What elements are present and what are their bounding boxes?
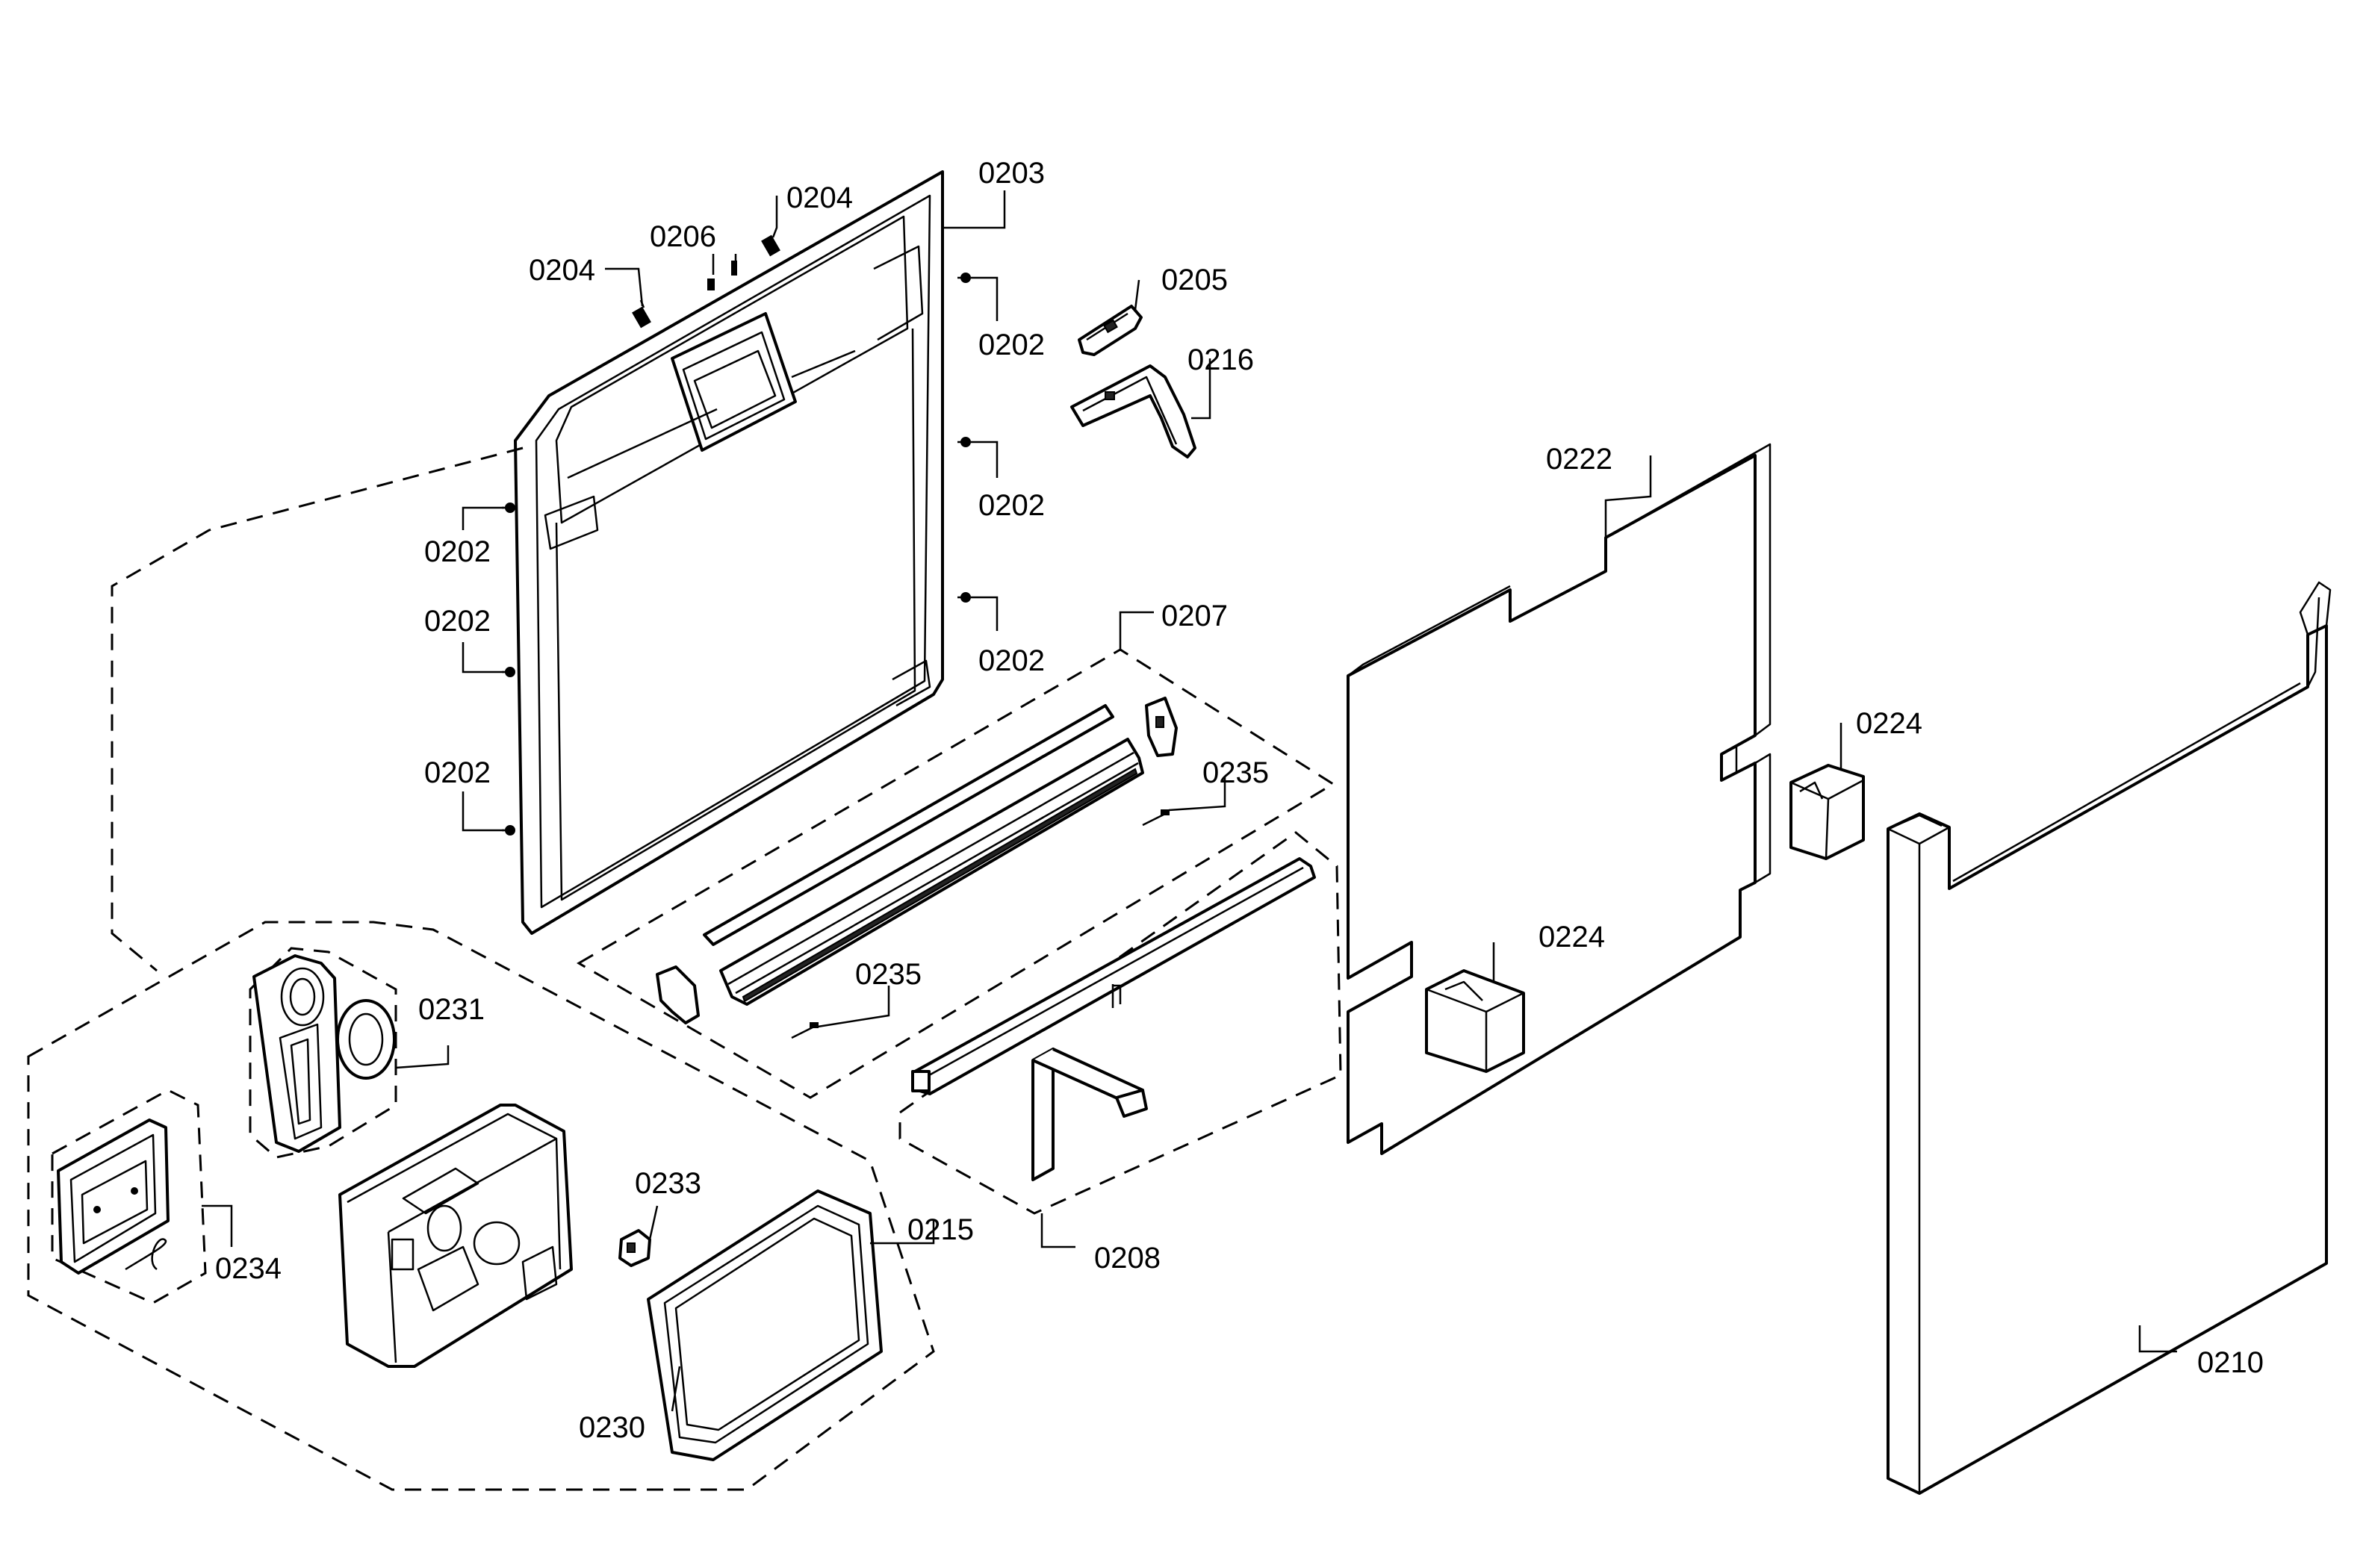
group-boundary-0215: [27, 921, 935, 1491]
inner-door-panel-0203: [514, 170, 944, 935]
callout-0204-left: 0204: [529, 254, 595, 287]
callout-0230: 0230: [579, 1411, 645, 1444]
callout-0204-right: 0204: [786, 181, 853, 214]
foam-block-0224-right: [1789, 764, 1865, 860]
callout-0222: 0222: [1546, 443, 1612, 476]
group-boundary-0234: [51, 1089, 207, 1304]
pin-0206: [707, 261, 737, 290]
screw-0204-right: [761, 234, 780, 257]
group-boundary-0208: [898, 831, 1342, 1215]
latch-0233: [618, 1229, 651, 1267]
callout-0235-upper: 0235: [1202, 756, 1269, 789]
trim-strip-0207: [656, 697, 1178, 1024]
dispenser-opening: [567, 312, 856, 479]
hinge-rod-0208: [911, 857, 1316, 1181]
gasket-frame-0230: [647, 1189, 883, 1461]
spring-0235-upper: [1142, 809, 1170, 827]
callout-labels: 0203 0204 0206 0204 0205 0216 0202 0202 …: [215, 157, 2264, 1444]
bracket-0216: [1070, 364, 1196, 458]
callout-0207: 0207: [1161, 600, 1228, 632]
group-boundary-0207: [577, 648, 1335, 1099]
callout-0202-left-3: 0202: [424, 756, 491, 789]
foam-block-0224-left: [1425, 969, 1525, 1073]
callout-0224-right: 0224: [1856, 707, 1922, 740]
lever-0231: [252, 954, 341, 1153]
callout-0224-left: 0224: [1539, 921, 1605, 953]
callout-0231: 0231: [418, 993, 485, 1026]
callout-0202-left-1: 0202: [424, 535, 491, 568]
callout-0202-left-2: 0202: [424, 605, 491, 638]
callout-0234: 0234: [215, 1252, 282, 1285]
alignment-line-panel: [111, 447, 524, 972]
spring-0235-lower: [791, 1022, 819, 1039]
insulation-panel-0222: [1347, 443, 1772, 1155]
callout-0233: 0233: [635, 1167, 701, 1200]
callout-0203: 0203: [978, 157, 1045, 190]
callout-0210: 0210: [2197, 1346, 2264, 1379]
bracket-0205: [1078, 305, 1143, 356]
callout-0208: 0208: [1094, 1242, 1161, 1275]
outer-door-panel-0210: [1887, 581, 2332, 1495]
callout-0202-right-2: 0202: [978, 489, 1045, 522]
callout-0202-right-3: 0202: [978, 644, 1045, 677]
callout-0205: 0205: [1161, 264, 1228, 296]
callout-0216: 0216: [1187, 343, 1254, 376]
callout-0202-right-1: 0202: [978, 329, 1045, 361]
callout-0206: 0206: [650, 220, 716, 253]
group-boundary-0231: [249, 947, 397, 1159]
dispenser-housing: [338, 1104, 573, 1368]
seal-ring-0231: [336, 999, 396, 1080]
callout-leaders: [202, 190, 2177, 1412]
callout-0235-lower: 0235: [855, 958, 922, 991]
callout-0215: 0215: [907, 1213, 974, 1246]
actuator-0234: [57, 1119, 170, 1275]
